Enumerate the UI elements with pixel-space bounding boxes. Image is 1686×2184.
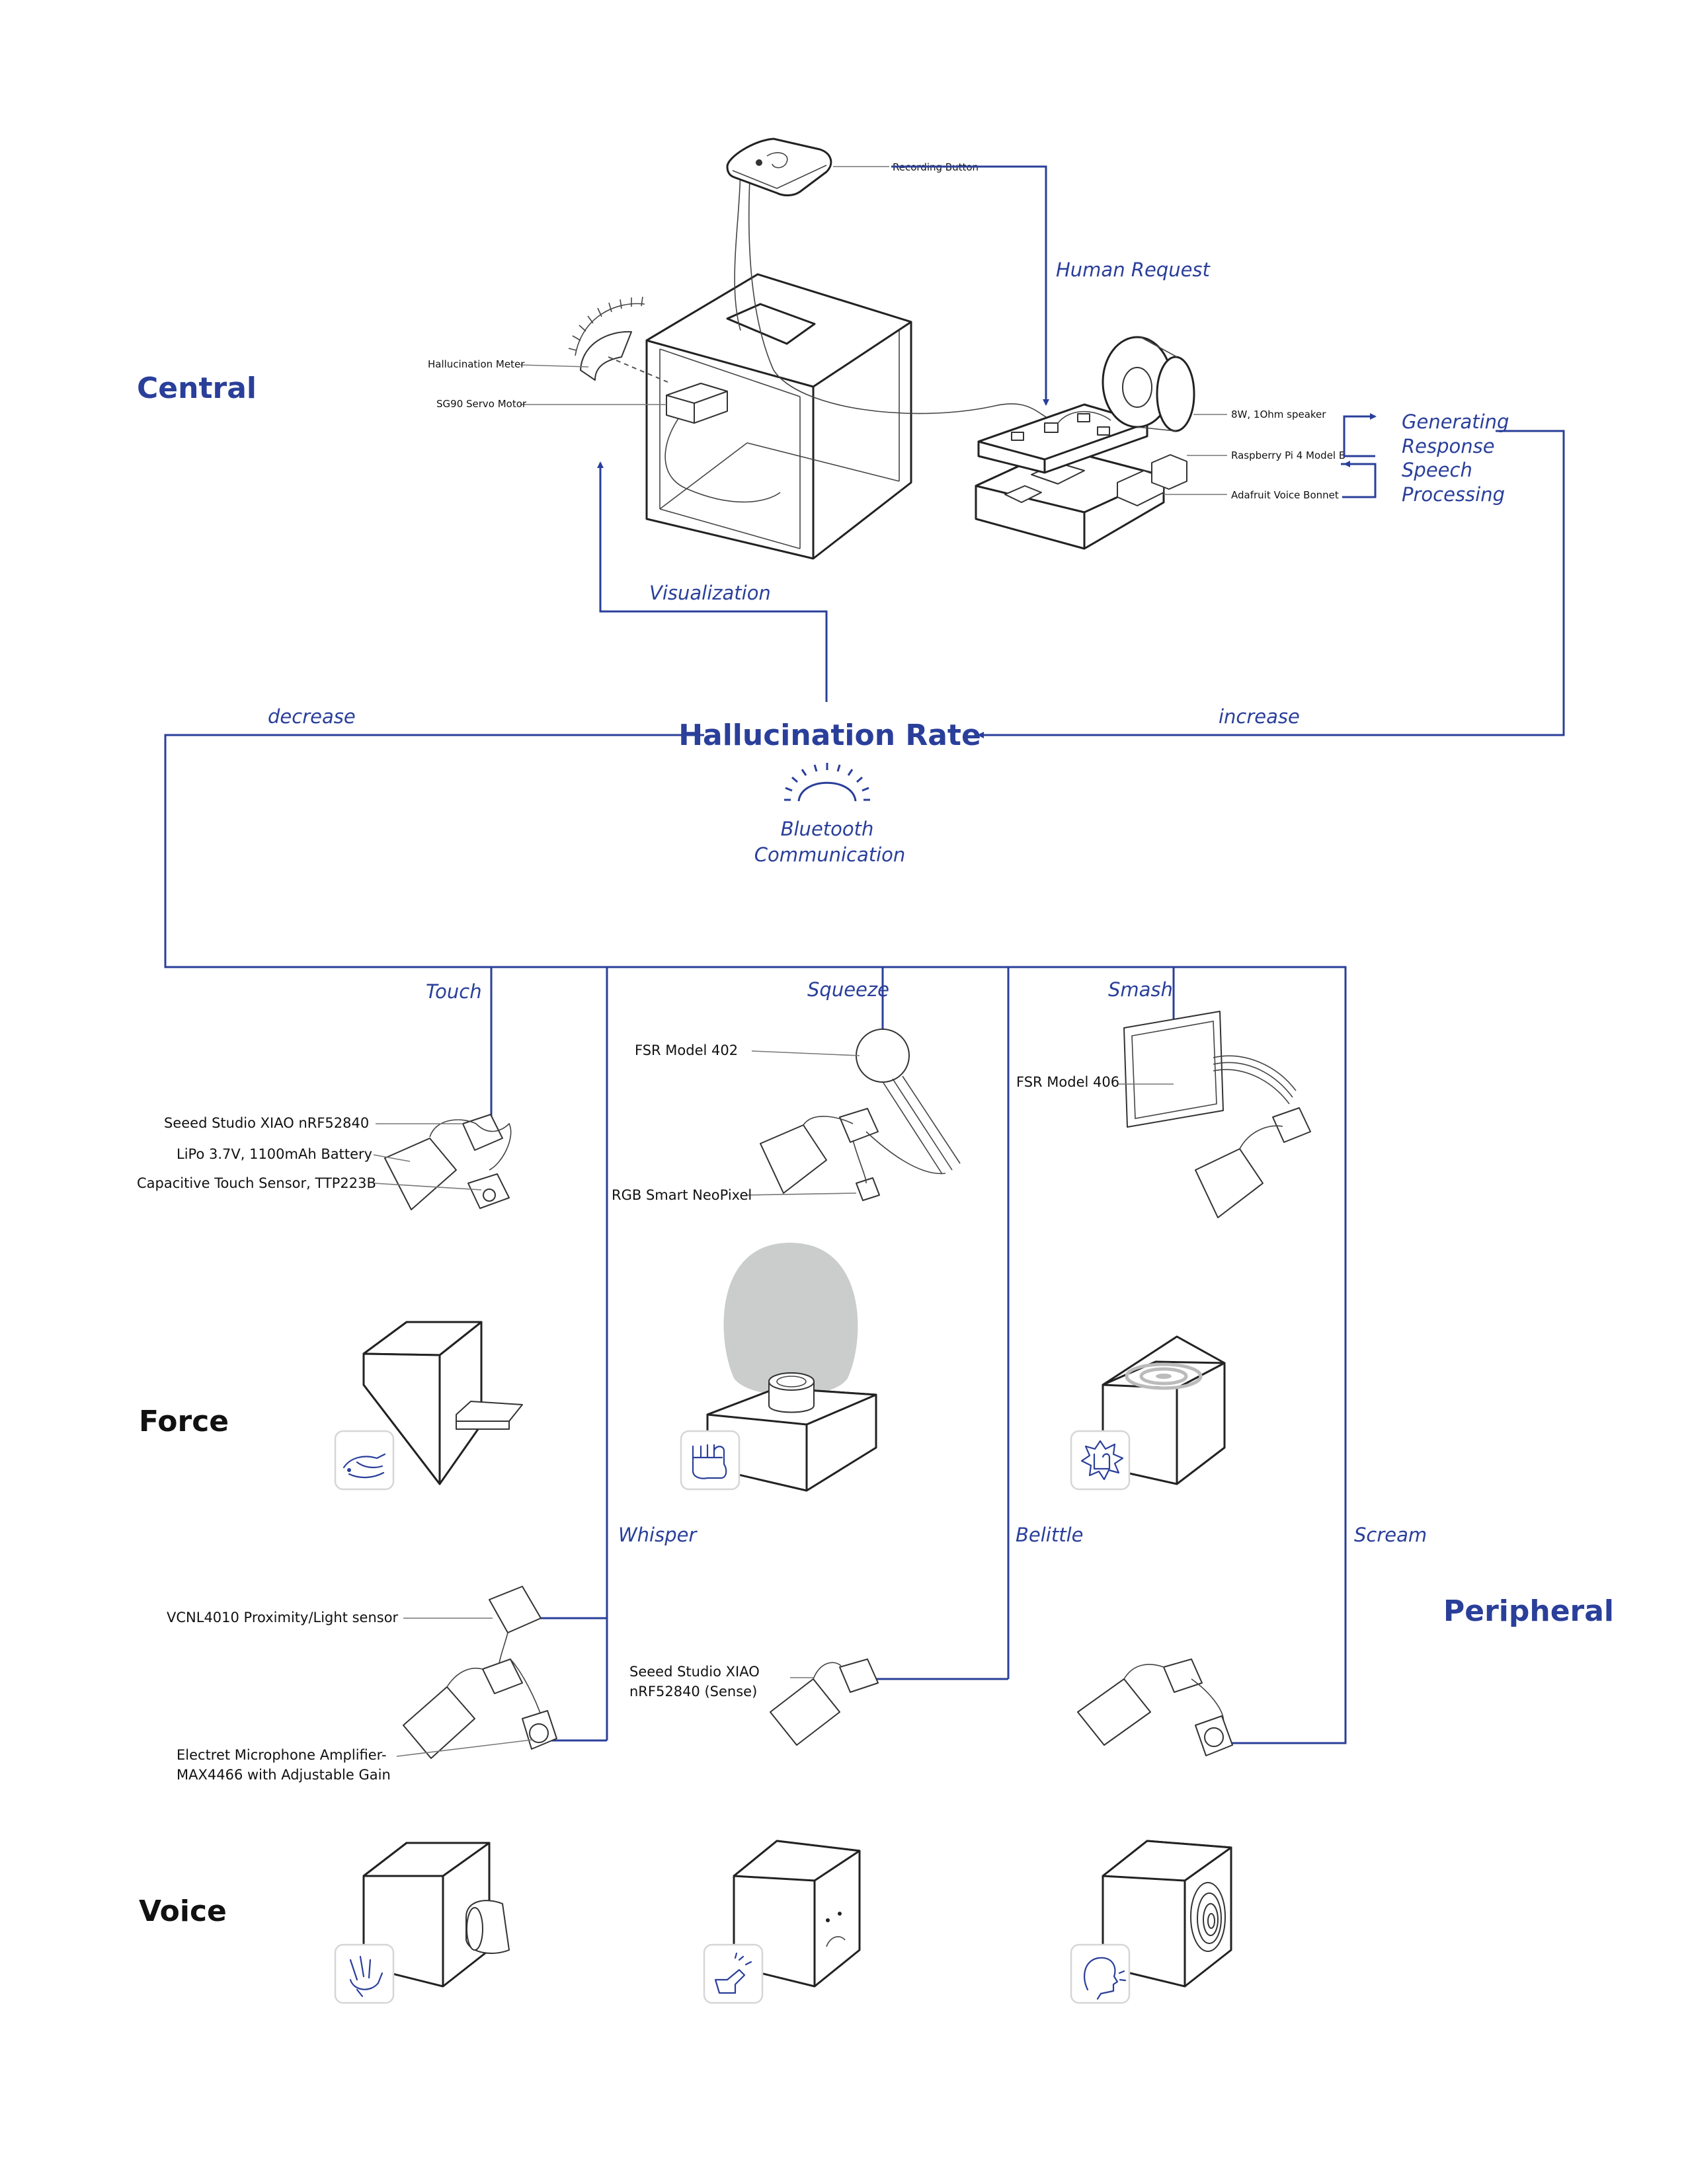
- squeeze-box-with-glow: [706, 1243, 877, 1492]
- touch-electronics: [384, 1114, 512, 1210]
- flow-visualization: Visualization: [649, 582, 771, 604]
- scream-box: [1102, 1840, 1232, 1988]
- squeeze-leaders: [745, 1050, 860, 1196]
- label-battery: LiPo 3.7V, 1100mAh Battery: [177, 1146, 372, 1162]
- label-touch-sensor: Capacitive Touch Sensor, TTP223B: [137, 1175, 376, 1191]
- label-fsr406: FSR Model 406: [1016, 1074, 1119, 1090]
- flow-touch: Touch: [426, 980, 482, 1003]
- flow-smash: Smash: [1108, 978, 1173, 1001]
- hallucination-meter: [568, 296, 668, 383]
- flow-processing: Processing: [1402, 483, 1505, 506]
- squeeze-electronics: [760, 1029, 961, 1201]
- label-raspberry-pi: Raspberry Pi 4 Model B: [1231, 449, 1345, 461]
- flow-whisper: Whisper: [618, 1524, 698, 1546]
- whisper-leaders: [396, 1618, 533, 1757]
- central-box: [645, 165, 1059, 560]
- label-fsr402: FSR Model 402: [635, 1042, 738, 1058]
- label-xiao: Seeed Studio XIAO nRF52840: [164, 1115, 369, 1131]
- touch-leaders: [373, 1123, 482, 1190]
- bluetooth-line1: Bluetooth: [781, 818, 874, 840]
- belittle-box: [733, 1840, 861, 1988]
- smash-burst-icon: [1070, 1430, 1131, 1491]
- belittle-hand-icon: [703, 1943, 764, 2004]
- label-mic-line1: Electret Microphone Amplifier-: [177, 1747, 387, 1763]
- label-xiao-sense-line1: Seeed Studio XIAO: [629, 1664, 760, 1680]
- flow-increase: increase: [1219, 705, 1300, 728]
- scream-head-icon: [1070, 1943, 1131, 2004]
- flow-human-request: Human Request: [1056, 258, 1211, 281]
- flow-speech: Speech: [1402, 459, 1472, 481]
- label-hallucination-meter: Hallucination Meter: [428, 358, 525, 370]
- flow-scream: Scream: [1354, 1524, 1427, 1546]
- section-peripheral: Peripheral: [1443, 1594, 1614, 1628]
- label-xiao-sense-line2: nRF52840 (Sense): [629, 1684, 757, 1699]
- whisper-electronics: [403, 1586, 557, 1759]
- bluetooth-line2: Communication: [754, 843, 906, 866]
- flow-decrease: decrease: [268, 705, 356, 728]
- bluetooth-arc-icon: [784, 763, 870, 802]
- whisper-hand-icon: [334, 1943, 395, 2004]
- touch-hand-icon: [334, 1430, 395, 1491]
- servo-motor: [666, 383, 728, 424]
- label-speaker: 8W, 1Ohm speaker: [1231, 409, 1326, 420]
- section-central: Central: [137, 371, 257, 405]
- fist-icon: [680, 1430, 741, 1491]
- section-force: Force: [139, 1405, 229, 1438]
- raspberry-pi-assembly: [975, 336, 1195, 550]
- label-servo-motor: SG90 Servo Motor: [436, 398, 527, 410]
- label-voice-bonnet: Adafruit Voice Bonnet: [1231, 489, 1339, 501]
- hallucination-rate-title: Hallucination Rate: [678, 719, 981, 752]
- section-voice: Voice: [139, 1894, 227, 1928]
- label-neopixel: RGB Smart NeoPixel: [612, 1187, 752, 1203]
- flow-squeeze: Squeeze: [807, 978, 889, 1001]
- central-leaders: [520, 166, 1227, 495]
- flow-generating: Generating: [1402, 410, 1509, 433]
- scream-electronics: [1077, 1658, 1233, 1756]
- flow-belittle: Belittle: [1016, 1524, 1084, 1546]
- flow-response: Response: [1402, 435, 1495, 457]
- label-proximity: VCNL4010 Proximity/Light sensor: [167, 1610, 399, 1625]
- whisper-box: [362, 1842, 510, 1988]
- smash-electronics: [1123, 1011, 1311, 1218]
- smash-box: [1102, 1335, 1226, 1485]
- belittle-electronics: [770, 1658, 879, 1746]
- recording-button-device: [726, 137, 832, 196]
- label-mic-line2: MAX4466 with Adjustable Gain: [177, 1767, 391, 1783]
- central-flows: [164, 165, 1565, 1744]
- touch-box: [362, 1321, 523, 1485]
